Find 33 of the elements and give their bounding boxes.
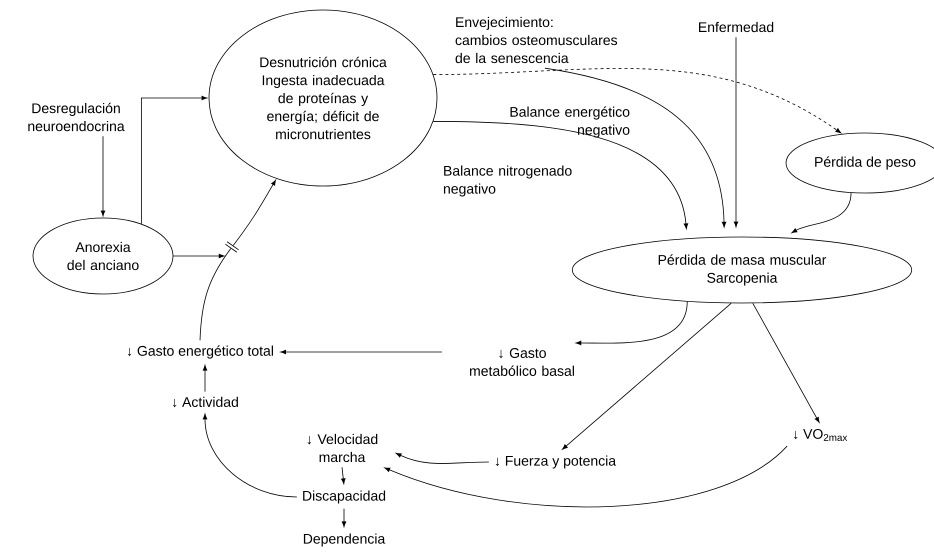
effect-text: ↓ Gasto energético total [128,345,273,359]
effect-text: ↓ Actividad [173,396,238,408]
arrow [396,452,490,464]
arrow [341,466,346,484]
cause-text: Desregulación neuroendocrina [28,102,125,132]
cause-text: Envejecimiento: cambios osteomusculares de la senescencia [456,16,618,64]
arrow [576,301,688,346]
arrow [734,36,738,228]
effect-text: ↓ Velocidad marcha [308,434,378,462]
annotation-text: Balance energético negativo [510,106,630,138]
arrow [384,446,788,508]
arrow [140,96,208,224]
arrow [752,302,820,423]
effect-text: Dependencia [304,533,386,547]
arrow [202,365,208,392]
effect-text: ↓ Fuerza y potencia [496,455,616,469]
arrow [544,68,726,228]
effect-text: ↓ VO$_{2max}$ [794,428,848,441]
break-mark [225,241,239,253]
arrow [280,350,442,354]
arrow [173,254,224,258]
arrow [791,192,852,234]
cause-text: Enfermedad [699,22,774,32]
annotation-text: Balance nitrogenado negativo [444,165,572,197]
arrow [432,121,688,230]
arrow [232,180,276,246]
arrow [342,508,346,528]
arrow [562,302,732,450]
arrow [432,68,842,134]
arrow [100,136,106,216]
effect-text: Discapacidad [303,490,386,504]
effect-text: ↓ Gasto metabólico basal [470,348,574,376]
arrow [202,414,298,498]
